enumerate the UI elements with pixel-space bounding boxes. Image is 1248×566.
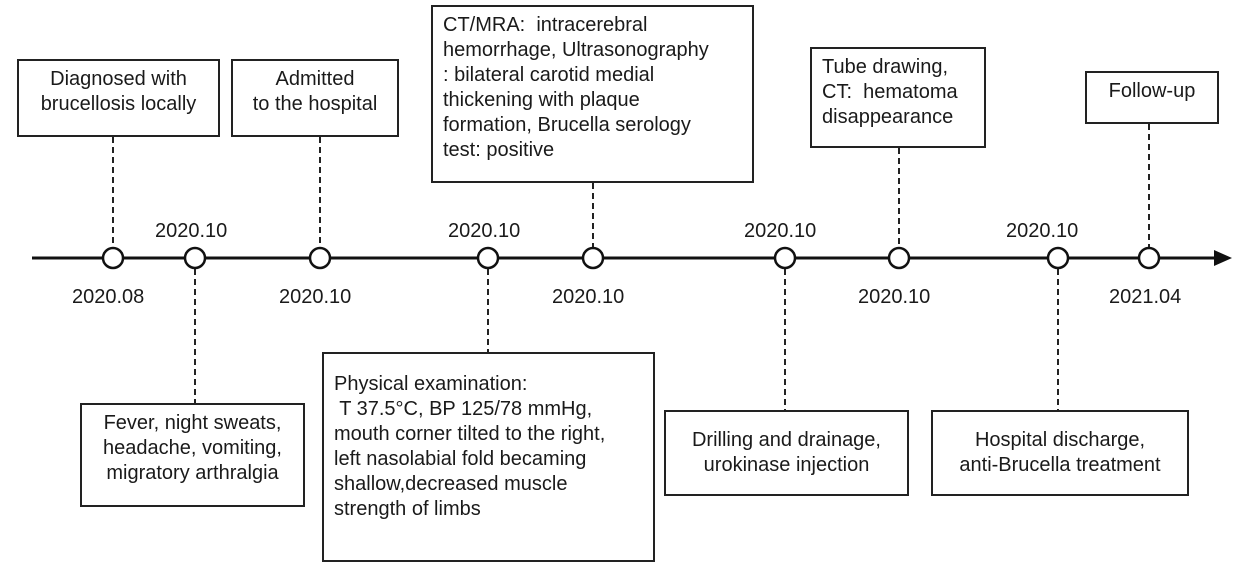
event-text-line: left nasolabial fold becaming (334, 448, 587, 470)
date-label: 2020.10 (858, 286, 931, 308)
event-text-line: T 37.5°C, BP 125/78 mmHg, (334, 398, 593, 420)
event-text-line: Fever, night sweats, (103, 412, 282, 434)
date-label: 2020.10 (279, 286, 352, 308)
event-box-fever: Fever, night sweats, headache, vomiting,… (80, 403, 305, 507)
timeline-node-4 (476, 246, 500, 270)
event-text-line: migratory arthralgia (106, 462, 279, 484)
event-text-line: Diagnosed with (50, 68, 187, 90)
event-text-line: formation, Brucella serology (443, 114, 691, 136)
event-text-line: brucellosis locally (40, 93, 197, 115)
timeline-node-1 (101, 246, 125, 270)
timeline-node-5 (581, 246, 605, 270)
event-text-line: CT/MRA: intracerebral (443, 14, 648, 36)
event-text-line: test: positive (443, 139, 555, 161)
event-text-line: : bilateral carotid medial (443, 64, 655, 86)
event-text-line: strength of limbs (334, 498, 481, 520)
event-box-tube-drawing: Tube drawing, CT: hematoma disappearance (810, 47, 986, 148)
event-text-line: to the hospital (252, 93, 378, 115)
timeline-node-6 (773, 246, 797, 270)
event-text-line: disappearance (822, 106, 954, 128)
event-text-line: Admitted (275, 68, 355, 90)
date-label: 2020.10 (1006, 220, 1079, 242)
date-label: 2020.08 (72, 286, 145, 308)
timeline-node-2 (183, 246, 207, 270)
event-text-line: thickening with plaque (443, 89, 640, 111)
event-text-line: urokinase injection (703, 454, 870, 476)
event-text-line: Tube drawing, (822, 56, 948, 78)
event-box-discharge: Hospital discharge, anti-Brucella treatm… (931, 410, 1189, 496)
event-box-admitted: Admitted to the hospital (231, 59, 399, 137)
date-label: 2020.10 (448, 220, 521, 242)
event-text-line: Follow-up (1108, 80, 1196, 102)
event-text-line: hemorrhage, Ultrasonography (443, 39, 709, 61)
timeline-node-8 (1046, 246, 1070, 270)
event-box-physical-exam: Physical examination: T 37.5°C, BP 125/7… (322, 352, 655, 562)
timeline-arrowhead (1214, 250, 1232, 266)
timeline-node-3 (308, 246, 332, 270)
event-text-line: shallow,decreased muscle (334, 473, 568, 495)
event-box-diagnosed: Diagnosed with brucellosis locally (17, 59, 220, 137)
event-box-drilling: Drilling and drainage, urokinase injecti… (664, 410, 909, 496)
timeline-node-9 (1137, 246, 1161, 270)
event-text-line: Drilling and drainage, (691, 429, 881, 451)
event-text-line: Physical examination: (334, 373, 528, 395)
timeline-node-7 (887, 246, 911, 270)
date-label: 2020.10 (744, 220, 817, 242)
date-label: 2020.10 (552, 286, 625, 308)
event-text-line: headache, vomiting, (102, 437, 282, 459)
event-box-follow-up: Follow-up (1085, 71, 1219, 124)
event-text-line: mouth corner tilted to the right, (334, 423, 606, 445)
event-box-ct-mra: CT/MRA: intracerebral hemorrhage, Ultras… (431, 5, 754, 183)
event-text-line: anti-Brucella treatment (959, 454, 1161, 476)
date-label: 2020.10 (155, 220, 228, 242)
event-text-line: CT: hematoma (822, 81, 958, 103)
event-text-line: Hospital discharge, (974, 429, 1146, 451)
date-label: 2021.04 (1109, 286, 1182, 308)
